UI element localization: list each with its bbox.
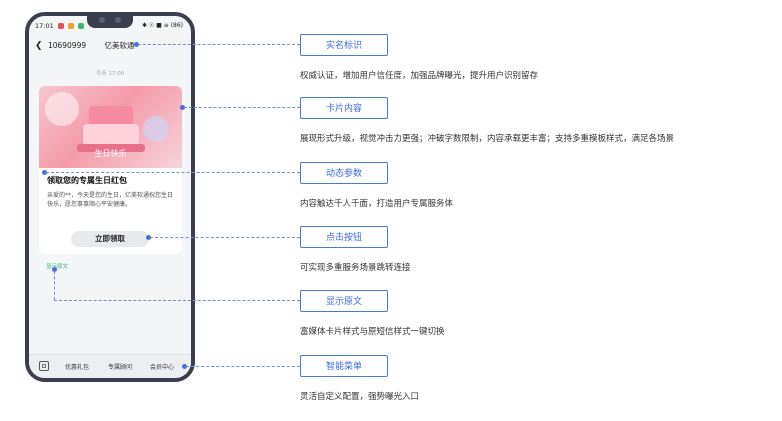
- annotation-description: 可实现多重服务场景跳转连接: [300, 263, 411, 273]
- annotation-description: 灵活自定义配置，强势曝光入口: [300, 392, 420, 402]
- annotation-label: 显示原文: [300, 290, 388, 312]
- connector-line: [46, 172, 300, 173]
- notification-icon: [77, 23, 84, 29]
- cake-image: [83, 124, 139, 146]
- connector-line: [54, 300, 300, 301]
- cake-image: [89, 106, 133, 126]
- phone-mockup: 17:01 ✱ ☉ ■ ≡ (86) ❮ 10690999 亿美软通 今天 17…: [25, 12, 195, 382]
- menu-item[interactable]: 优惠礼包: [65, 364, 90, 371]
- connector-pin: [146, 235, 151, 240]
- claim-button[interactable]: 立即领取: [71, 231, 149, 247]
- cake-image: [77, 144, 145, 152]
- annotation-description: 权威认证，增加用户信任度，加强品牌曝光，提升用户识别留存: [300, 71, 539, 81]
- connector-pin: [180, 105, 185, 110]
- connector-pin: [42, 170, 47, 175]
- smart-menu-bar: 优惠礼包 专属顾问 会员中心: [29, 354, 191, 378]
- menu-item[interactable]: 会员中心: [150, 364, 175, 371]
- card-banner: 生日快乐: [39, 86, 182, 168]
- connector-line: [186, 366, 300, 367]
- annotation-label: 卡片内容: [300, 97, 388, 119]
- card-title: 领取您的专属生日红包: [47, 176, 127, 185]
- annotation-label: 动态参数: [300, 162, 388, 184]
- notification-icon: [67, 23, 74, 29]
- balloon-decoration: [143, 116, 169, 142]
- connector-line: [138, 44, 300, 45]
- sender-number: 10690999: [47, 41, 87, 50]
- connector-pin: [134, 42, 139, 47]
- keyboard-icon[interactable]: [39, 361, 49, 371]
- status-time: 17:01: [35, 22, 54, 30]
- card-body: 亲爱的**，今天是您的生日，亿美软通祝您生日快乐，愿您事事顺心平安健康。: [47, 192, 174, 208]
- balloon-decoration: [45, 92, 79, 126]
- status-bar: 17:01 ✱ ☉ ■ ≡ (86): [35, 22, 185, 34]
- camera-icon: [99, 17, 105, 23]
- banner-text: 生日快乐: [94, 149, 127, 158]
- annotation-label: 智能菜单: [300, 355, 388, 377]
- connector-line: [184, 107, 300, 108]
- show-original-link[interactable]: 显示原文: [46, 264, 69, 270]
- camera-icon: [115, 17, 121, 23]
- annotation-description: 富媒体卡片样式与原短信样式一键切换: [300, 327, 445, 337]
- annotation-label: 实名标识: [300, 34, 388, 56]
- phone-notch: [87, 16, 133, 28]
- annotation-label: 点击按钮: [300, 226, 388, 248]
- annotation-description: 内容触达千人千面，打造用户专属服务体: [300, 199, 454, 209]
- back-chevron-icon[interactable]: ❮: [35, 41, 43, 51]
- sender-verified-name: 亿美软通: [104, 41, 135, 50]
- notification-icon: [57, 23, 64, 29]
- status-icons: ✱ ☉ ■ ≡ (86): [141, 22, 183, 29]
- connector-pin: [52, 267, 57, 272]
- rich-message-card[interactable]: 生日快乐 领取您的专属生日红包 亲爱的**，今天是您的生日，亿美软通祝您生日快乐…: [39, 86, 182, 254]
- connector-line: [150, 237, 300, 238]
- message-timestamp: 今天 17:00: [95, 71, 125, 77]
- connector-line: [54, 271, 55, 300]
- message-header: ❮ 10690999 亿美软通: [35, 40, 185, 54]
- annotation-description: 展现形式升级，视觉冲击力更强；冲破字数限制，内容承载更丰富；支持多重模板样式，满…: [300, 134, 675, 144]
- menu-item[interactable]: 专属顾问: [108, 364, 133, 371]
- connector-pin: [182, 364, 187, 369]
